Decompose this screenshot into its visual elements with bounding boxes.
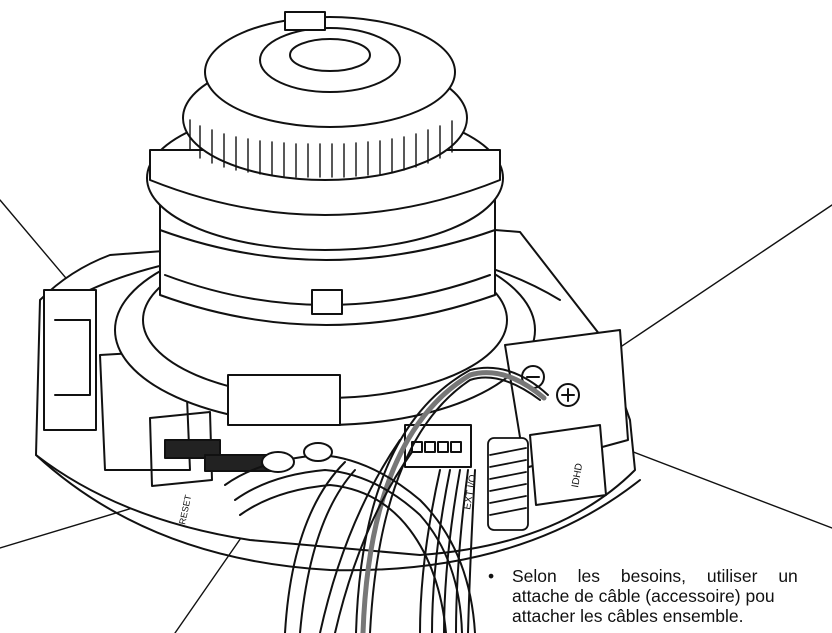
lens-tab	[284, 11, 326, 31]
note-line-3: attacher les câbles ensemble.	[512, 606, 744, 626]
note-line-1: Selon les besoins, utiliser un	[512, 566, 798, 586]
note-line-2: attache de câble (accessoire) pou	[512, 586, 775, 606]
base-housing-lower-rim	[35, 454, 641, 572]
note-bullet: •	[488, 566, 495, 586]
lens-element	[289, 38, 371, 72]
cables	[224, 366, 549, 633]
sleeve-clip	[311, 289, 343, 315]
center-label-plate	[227, 374, 341, 426]
right-connector-block	[404, 329, 629, 506]
grip-ridges	[189, 119, 453, 178]
left-bracket	[43, 289, 276, 487]
side-label: IDHD	[570, 463, 585, 489]
cable-spring	[487, 437, 529, 531]
cable-tie-note: • Selon les besoins, utiliser un attache…	[488, 566, 832, 626]
